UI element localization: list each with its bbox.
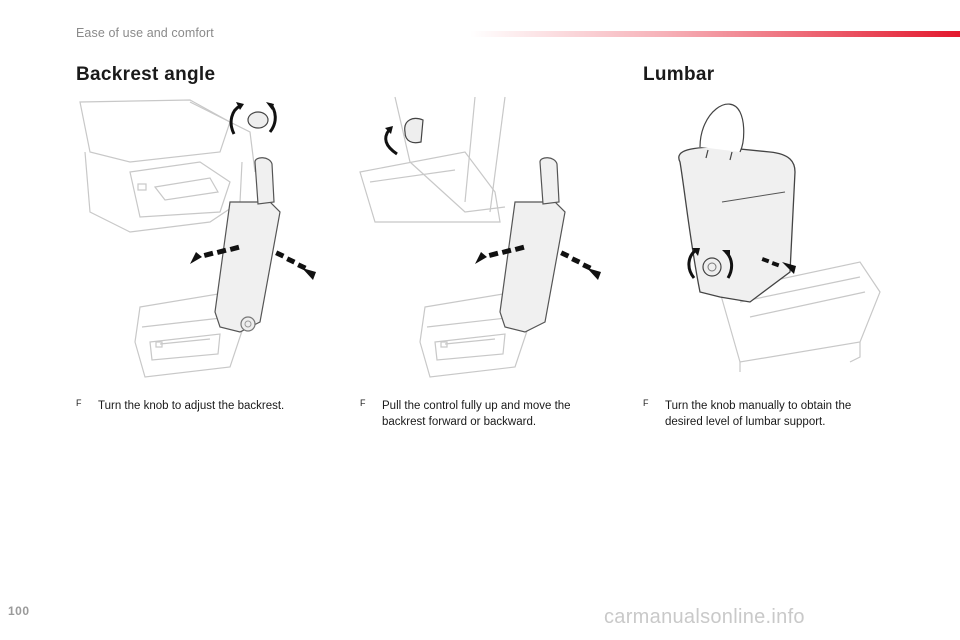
bullet-icon: F <box>76 398 82 408</box>
instruction-2-line-1: Pull the control fully up and move the <box>382 400 571 412</box>
page-number: 100 <box>8 604 30 618</box>
instruction-3-line-1: Turn the knob manually to obtain the <box>665 400 852 412</box>
header-section-title: Ease of use and comfort <box>76 26 214 40</box>
seat-knob-illustration <box>79 99 316 378</box>
instruction-1-text: Turn the knob to adjust the backrest. <box>98 400 285 412</box>
seat-lever-illustration <box>359 96 601 378</box>
lumbar-seat-illustration <box>678 103 881 372</box>
watermark: carmanualsonline.info <box>604 606 805 628</box>
bullet-icon: F <box>360 398 366 408</box>
section-title-lumbar: Lumbar <box>643 64 715 85</box>
instruction-2-line-2: backrest forward or backward. <box>382 416 537 428</box>
bullet-icon: F <box>643 398 649 408</box>
instruction-3-line-2: desired level of lumbar support. <box>665 416 826 428</box>
header-accent-bar <box>470 31 960 37</box>
section-title-backrest-angle: Backrest angle <box>76 64 216 85</box>
